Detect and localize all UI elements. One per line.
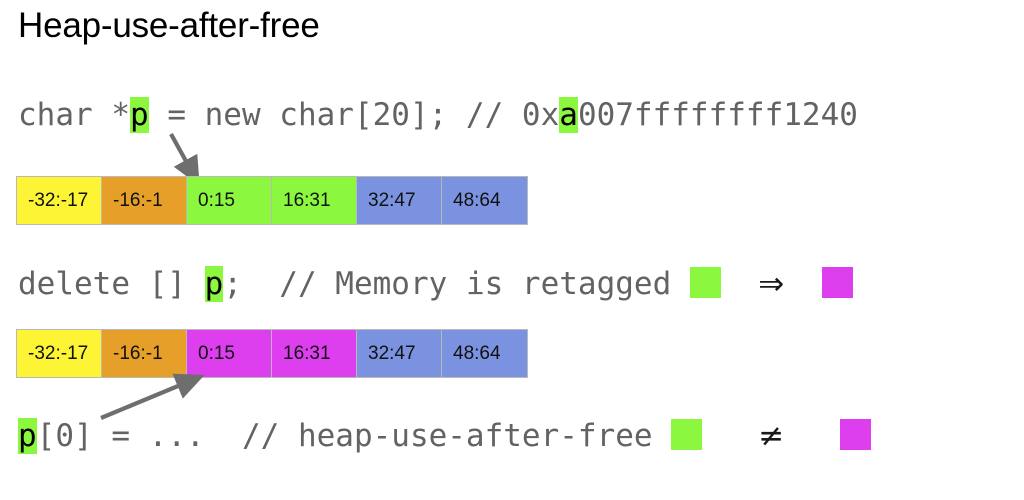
code-text-alloc-post: = new char[20]; // 0x (148, 97, 560, 133)
code-text-alloc-pre: char * (18, 97, 130, 133)
memory-cell: 0:15 (187, 177, 272, 224)
memory-cell: 16:31 (272, 177, 357, 224)
memory-cell: 32:47 (357, 177, 442, 224)
page-title: Heap-use-after-free (18, 6, 320, 45)
memory-cell: 32:47 (357, 330, 442, 377)
code-text-spacer-use-2 (784, 418, 840, 454)
tag-swatch-magenta-after (821, 267, 853, 298)
code-line-allocation: char *p = new char[20]; // 0xa007fffffff… (18, 97, 858, 133)
memory-cell: -16:-1 (102, 330, 187, 377)
memory-cell: 0:15 (187, 330, 272, 377)
code-text-use-post: [0] = ... // heap-use-after-free (36, 418, 672, 454)
code-text-spacer-use-1 (702, 418, 758, 454)
code-text-free-post: ; // Memory is retagged (223, 266, 690, 302)
memory-cell: 48:64 (442, 330, 527, 377)
code-text-alloc-address: 007ffffffff1240 (577, 97, 858, 133)
tag-swatch-green-pointer (671, 419, 703, 450)
tag-nibble-a: a (559, 97, 578, 133)
tag-swatch-green-before (689, 267, 721, 298)
code-text-spacer-free-1 (721, 266, 758, 302)
code-text-free-pre: delete [] (18, 266, 205, 302)
pointer-p-alloc: p (129, 97, 149, 133)
pointer-p-use: p (18, 418, 37, 454)
implies-operator: ⇒ (758, 266, 785, 302)
memory-cell: 16:31 (272, 330, 357, 377)
code-line-use-after-free: p[0] = ... // heap-use-after-free ≠ (18, 418, 872, 454)
memory-cell: -32:-17 (17, 177, 102, 224)
tag-swatch-magenta-memory (840, 419, 872, 450)
memory-cell: 48:64 (442, 177, 527, 224)
memory-bar-after-free: -32:-17 -16:-1 0:15 16:31 32:47 48:64 (16, 329, 528, 378)
memory-cell: -32:-17 (17, 330, 102, 377)
memory-cell: -16:-1 (102, 177, 187, 224)
not-equal-operator: ≠ (758, 418, 785, 454)
code-text-spacer-free-2 (784, 266, 821, 302)
code-line-free: delete [] p; // Memory is retagged ⇒ (18, 266, 853, 302)
memory-bar-before-free: -32:-17 -16:-1 0:15 16:31 32:47 48:64 (16, 176, 528, 225)
pointer-p-free: p (204, 266, 224, 302)
